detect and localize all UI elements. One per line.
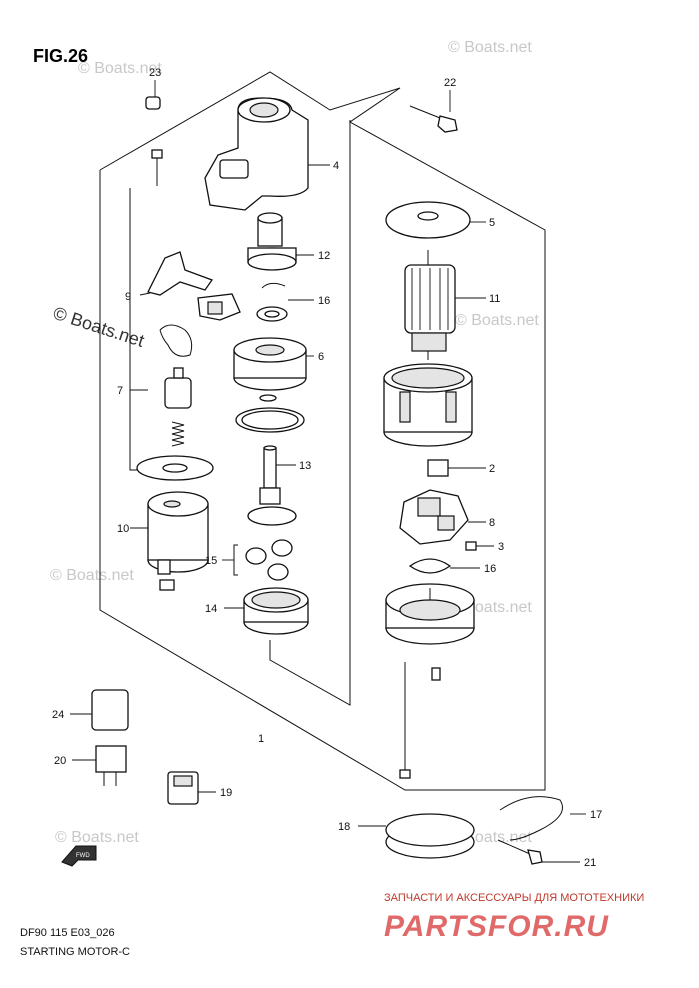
part-21-bolt bbox=[497, 839, 580, 865]
part-6-housing bbox=[233, 337, 314, 391]
callout-16b: 16 bbox=[484, 563, 496, 575]
part-16b-plate bbox=[408, 558, 480, 574]
fwd-arrow-icon: FWD bbox=[61, 845, 97, 867]
bolt bbox=[151, 149, 163, 186]
part-washer bbox=[136, 455, 214, 481]
watermark-main: © Boats.net bbox=[51, 303, 147, 351]
watermark: © Boats.net bbox=[55, 829, 139, 846]
callout-1: 1 bbox=[258, 733, 264, 745]
figure-title: FIG.26 bbox=[33, 46, 88, 66]
callout-5: 5 bbox=[489, 217, 495, 229]
part-10-solenoid bbox=[130, 491, 209, 591]
part-24-relay bbox=[70, 689, 129, 731]
watermark: © Boats.net bbox=[50, 567, 134, 584]
callout-21: 21 bbox=[584, 857, 596, 869]
part-end-frame bbox=[385, 583, 475, 645]
callout-17: 17 bbox=[590, 809, 602, 821]
callout-6: 6 bbox=[318, 351, 324, 363]
assembly-outline bbox=[99, 71, 546, 791]
callout-15: 15 bbox=[205, 555, 217, 567]
callout-22: 22 bbox=[444, 77, 456, 89]
watermark: © Boats.net bbox=[448, 39, 532, 56]
callout-14: 14 bbox=[205, 603, 217, 615]
part-8-brush-holder bbox=[399, 489, 486, 545]
callout-18: 18 bbox=[338, 821, 350, 833]
part-yoke bbox=[383, 363, 473, 447]
part-17-clamp bbox=[499, 796, 586, 841]
part-spring-wire bbox=[159, 324, 193, 357]
callout-24: 24 bbox=[52, 709, 64, 721]
part-11-armature bbox=[404, 250, 486, 360]
callout-13: 13 bbox=[299, 460, 311, 472]
shop-tagline: ЗАПЧАСТИ И АКСЕССУАРЫ ДЛЯ МОТОТЕХНИКИ bbox=[384, 892, 644, 904]
part-15-gears bbox=[222, 539, 293, 581]
part-5-plate bbox=[385, 201, 486, 239]
part-13-shaft bbox=[247, 445, 297, 526]
part-7-plunger bbox=[129, 367, 192, 471]
part-19-connector bbox=[167, 771, 216, 805]
callout-7: 7 bbox=[117, 385, 123, 397]
figure-subtitle: STARTING MOTOR-C bbox=[20, 946, 130, 958]
shop-brand: PARTSFOR.RU bbox=[384, 910, 609, 943]
part-22-bolt bbox=[409, 90, 458, 133]
part-14-internal-gear bbox=[224, 587, 309, 635]
part-2-brush bbox=[427, 459, 486, 477]
part-block bbox=[197, 293, 241, 321]
callout-11: 11 bbox=[489, 293, 500, 305]
callout-9: 9 bbox=[125, 291, 131, 303]
part-20-relay bbox=[72, 745, 127, 786]
part-9-lever bbox=[139, 251, 214, 296]
part-18-band bbox=[358, 813, 475, 859]
callout-12: 12 bbox=[318, 250, 330, 262]
watermark: © Boats.net bbox=[78, 60, 162, 77]
watermark: © Boats.net bbox=[455, 312, 539, 329]
callout-23: 23 bbox=[149, 67, 161, 79]
part-through-bolt bbox=[399, 662, 441, 779]
callout-16: 16 bbox=[318, 295, 330, 307]
part-16-snap-ring bbox=[256, 282, 314, 322]
figure-code: DF90 115 E03_026 bbox=[20, 927, 115, 939]
callout-19: 19 bbox=[220, 787, 232, 799]
callout-4: 4 bbox=[333, 160, 339, 172]
callout-10: 10 bbox=[117, 523, 129, 535]
part-23-cap bbox=[145, 80, 161, 110]
part-gasket bbox=[235, 394, 305, 433]
callout-3: 3 bbox=[498, 541, 504, 553]
part-3-screw bbox=[465, 541, 494, 551]
part-12-pinion bbox=[247, 212, 314, 271]
fwd-label: FWD bbox=[76, 853, 90, 859]
callout-8: 8 bbox=[489, 517, 495, 529]
part-4-housing bbox=[204, 97, 330, 211]
callout-20: 20 bbox=[54, 755, 66, 767]
callout-2: 2 bbox=[489, 463, 495, 475]
